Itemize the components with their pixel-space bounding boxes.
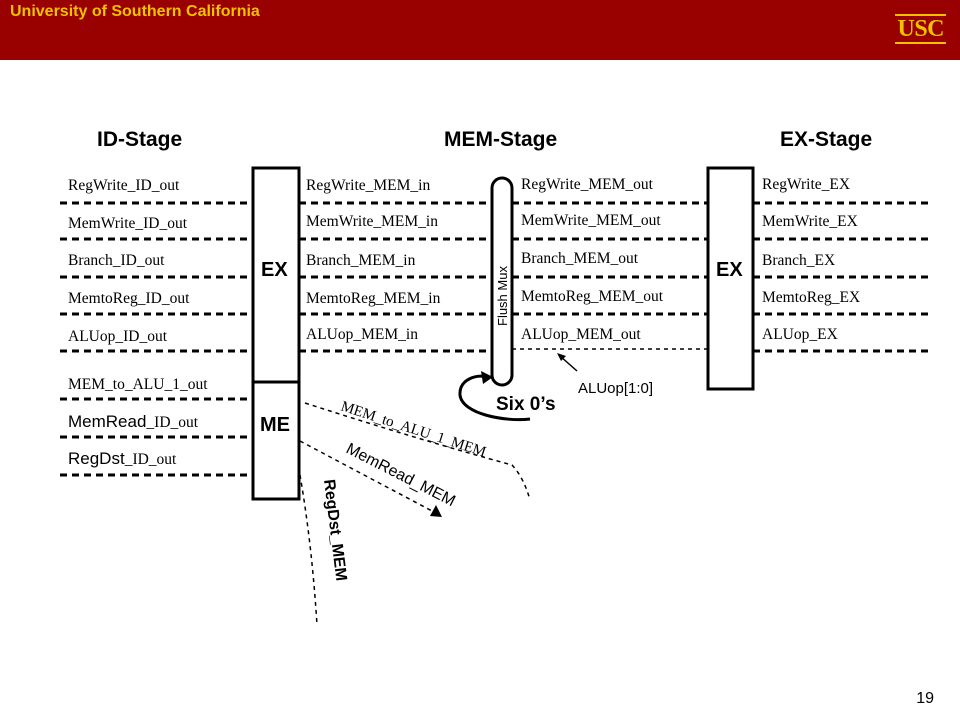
usc-logo: USC: [895, 14, 946, 44]
ex-stage-box-label: EX: [716, 259, 743, 281]
left-label-branch: Branch_ID_out: [68, 252, 165, 269]
ex-stage-register-box: [706, 166, 755, 391]
mid2-label-memwrite: MemWrite_MEM_out: [521, 212, 661, 229]
regdst-dashed-line: [299, 474, 318, 626]
right-label-regwrite: RegWrite_EX: [762, 176, 850, 193]
memread-dashed-line: [299, 440, 433, 512]
mid2-label-memtoreg: MemtoReg_MEM_out: [521, 288, 664, 305]
id-stage-header: ID-Stage: [97, 128, 182, 151]
right-label-memwrite: MemWrite_EX: [762, 213, 858, 230]
left-label-regdst: RegDst_ID_out: [68, 449, 177, 468]
six-zeros-arrow: [458, 374, 531, 422]
mid2-label-aluop: ALUop_MEM_out: [521, 326, 641, 343]
memread-main: MemRead: [68, 412, 146, 431]
left-label-mem-to-alu: MEM_to_ALU_1_out: [68, 376, 208, 393]
ex-dashed-lines: [753, 201, 930, 353]
memread-arrowhead: [430, 505, 442, 517]
mid-label-memwrite: MemWrite_MEM_in: [306, 213, 438, 230]
mem-in-dashed-lines: [299, 201, 492, 353]
regdst-suffix: _ID_out: [124, 451, 177, 468]
id-dashed-lines: [60, 201, 252, 477]
me-box-label: ME: [260, 414, 290, 436]
ex-stage-header: EX-Stage: [780, 128, 872, 151]
ex-register-box: [251, 166, 301, 384]
aluop-pointer-arrowhead: [557, 353, 566, 361]
mid-label-branch: Branch_MEM_in: [306, 252, 416, 269]
left-label-memtoreg: MemtoReg_ID_out: [68, 290, 190, 307]
me-register-box: [251, 380, 301, 501]
left-label-regwrite: RegWrite_ID_out: [68, 177, 180, 194]
page-number: 19: [916, 690, 934, 707]
mid2-label-regwrite: RegWrite_MEM_out: [521, 176, 654, 193]
regdst-main: RegDst: [68, 449, 125, 468]
mid2-label-branch: Branch_MEM_out: [521, 250, 639, 267]
right-label-memtoreg: MemtoReg_EX: [762, 289, 860, 306]
flush-mux-label: Flush Mux: [495, 266, 510, 326]
memread-suffix: _ID_out: [145, 414, 198, 431]
right-label-branch: Branch_EX: [762, 252, 835, 269]
memread-mem-label: MemRead_MEM: [343, 440, 458, 510]
university-name: University of Southern California: [10, 3, 260, 20]
regdst-mem-label: RegDst_MEM: [320, 478, 349, 582]
mid-label-memtoreg: MemtoReg_MEM_in: [306, 290, 441, 307]
mid-label-regwrite: RegWrite_MEM_in: [306, 177, 430, 194]
flush-mux: [490, 176, 514, 387]
aluop-label: ALUop[1:0]: [578, 380, 653, 397]
left-label-memwrite: MemWrite_ID_out: [68, 215, 188, 232]
right-label-aluop: ALUop_EX: [762, 326, 838, 343]
left-label-memread: MemRead_ID_out: [68, 412, 199, 431]
left-label-aluop: ALUop_ID_out: [68, 328, 168, 345]
mem-out-dashed-lines: [512, 201, 707, 316]
six-zeros-label: Six 0’s: [496, 394, 556, 415]
six-zeros-arrowhead: [481, 371, 493, 384]
mem-stage-header: MEM-Stage: [444, 128, 557, 151]
title-banner: University of Southern California USC: [0, 0, 960, 60]
ex-box-label: EX: [261, 259, 288, 281]
mid-label-aluop: ALUop_MEM_in: [306, 326, 418, 343]
